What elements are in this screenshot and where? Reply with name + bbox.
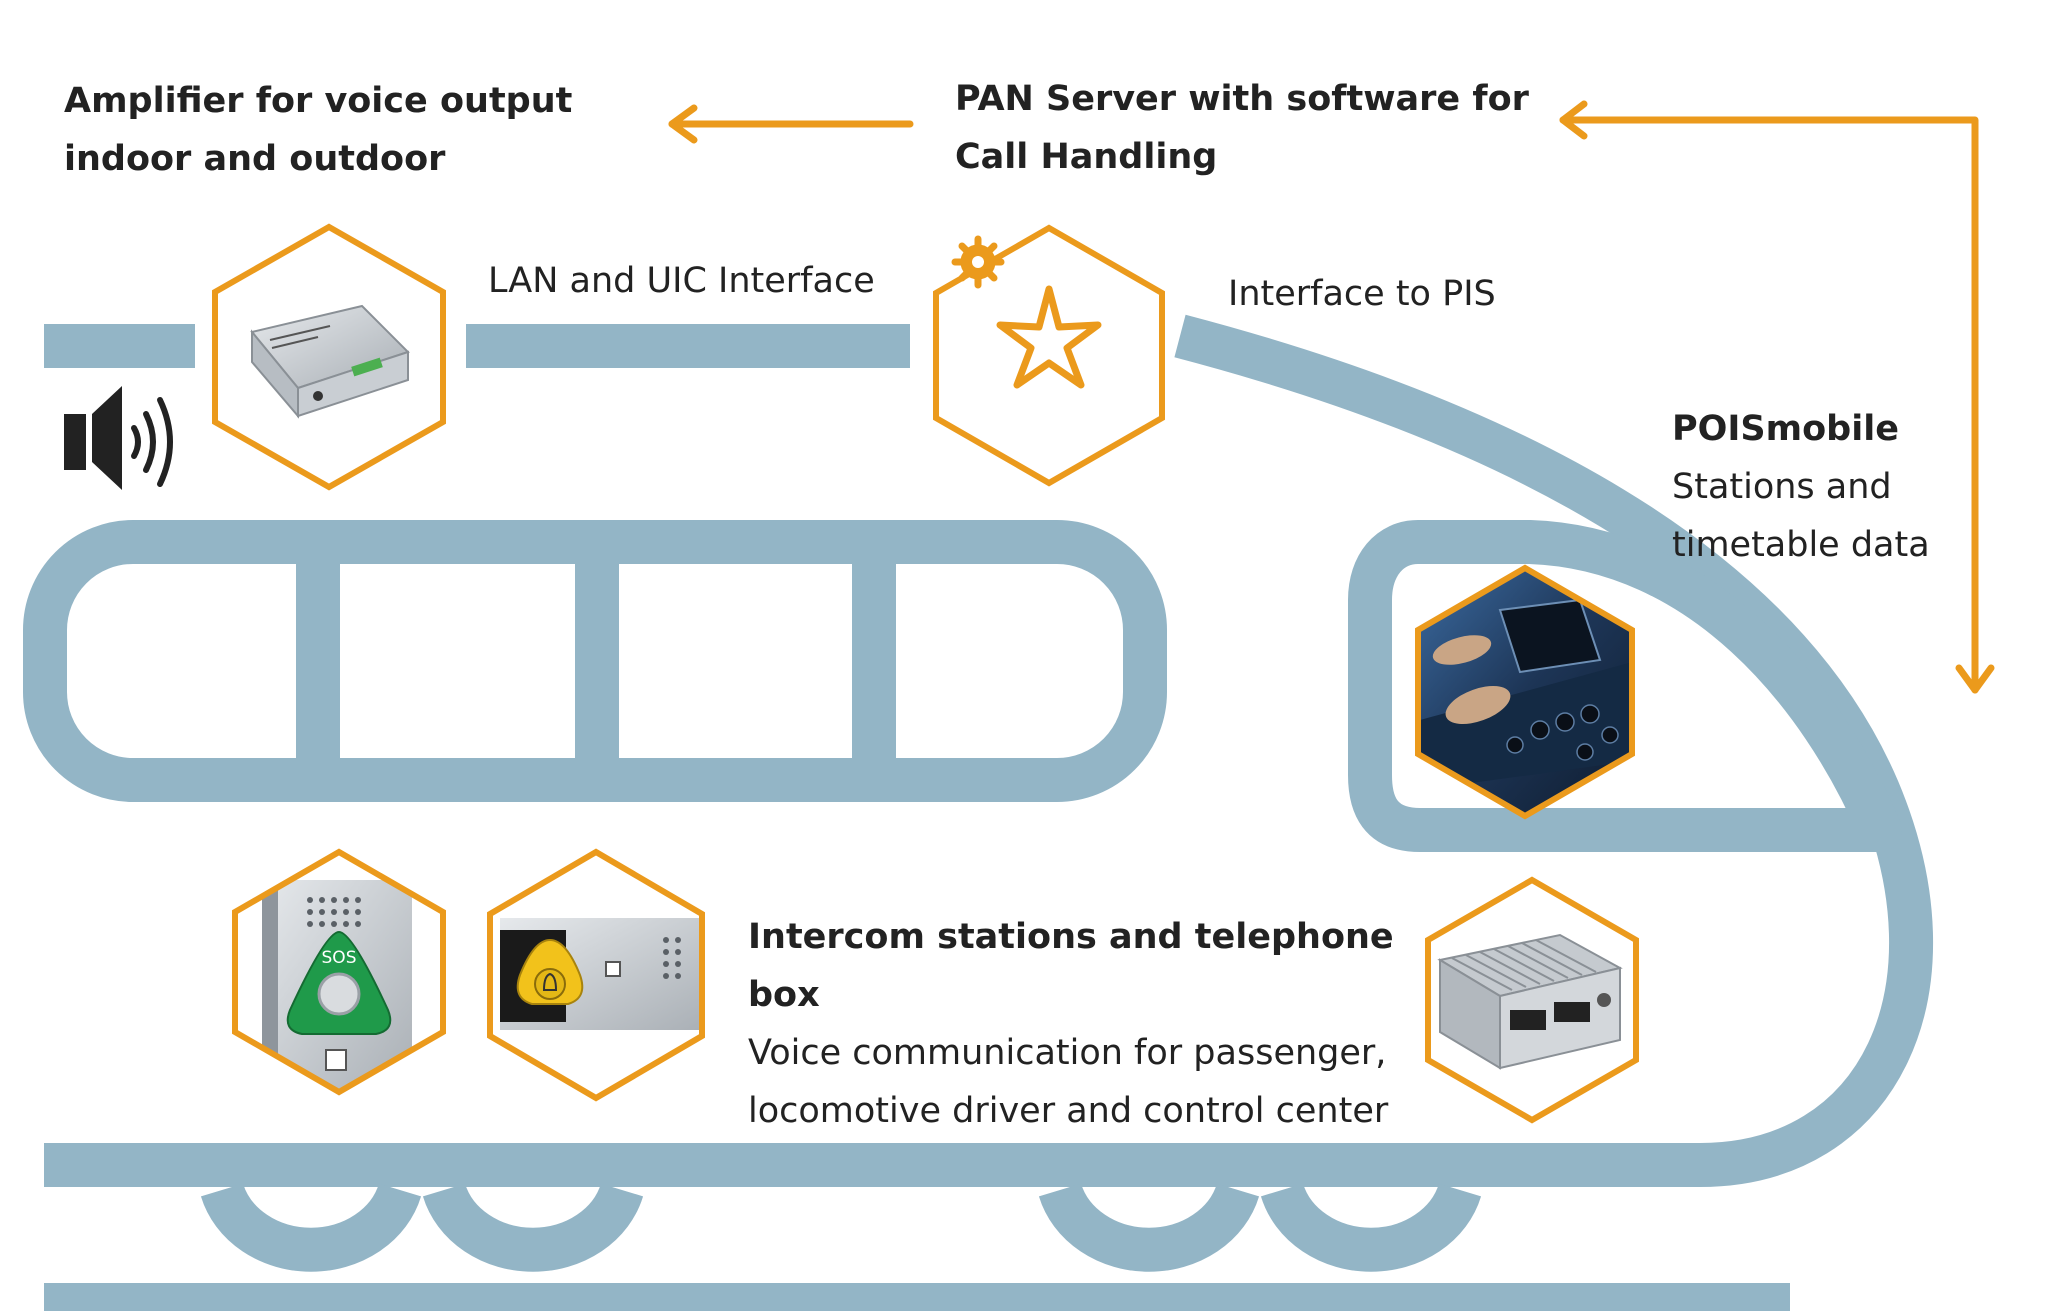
wheel xyxy=(200,1182,422,1272)
passenger-window-frame xyxy=(23,520,1167,802)
intercom-desc-line: Voice communication for passenger, xyxy=(748,1033,1387,1073)
arrow-poismobile-link xyxy=(1559,116,1979,694)
poismobile-title: POISmobile xyxy=(1672,409,1899,449)
lan-uic-label: LAN and UIC Interface xyxy=(488,261,875,301)
sos-label: SOS xyxy=(322,948,357,968)
gear-icon xyxy=(951,235,1005,289)
amplifier-device xyxy=(212,223,446,491)
arrow-head xyxy=(668,104,698,144)
wheel xyxy=(422,1182,644,1272)
pan-server-label-line: PAN Server with software for xyxy=(955,79,1529,119)
intercom-title-line: box xyxy=(748,975,820,1015)
bogies xyxy=(200,1182,1482,1272)
poismobile-desc-line: timetable data xyxy=(1672,525,1930,565)
driver-cab-photo xyxy=(1415,564,1635,820)
amplifier-label: Amplifier for voice output indoor and ou… xyxy=(64,72,572,188)
telephone-box-device xyxy=(1425,876,1639,1124)
poismobile-label: POISmobile Stations and timetable data xyxy=(1672,400,1930,574)
intercom-label: Intercom stations and telephone box Voic… xyxy=(748,908,1394,1140)
bell-intercom-device xyxy=(487,848,705,1102)
poismobile-desc-line: Stations and xyxy=(1672,467,1892,507)
arrow-head xyxy=(1955,664,1995,694)
wheel xyxy=(1038,1182,1260,1272)
amplifier-label-line: Amplifier for voice output xyxy=(64,81,573,121)
flow-arrows xyxy=(668,100,1995,694)
interface-pis-label: Interface to PIS xyxy=(1228,274,1496,314)
amplifier-label-line: indoor and outdoor xyxy=(64,139,446,179)
pan-server-label-line: Call Handling xyxy=(955,137,1218,177)
cab-window xyxy=(1348,520,1902,852)
intercom-desc-line: locomotive driver and control center xyxy=(748,1091,1389,1131)
arrow-head xyxy=(1559,100,1588,140)
train-body xyxy=(23,314,1934,1311)
intercom-title-line: Intercom stations and telephone xyxy=(748,917,1394,957)
pan-server-label: PAN Server with software for Call Handli… xyxy=(955,70,1529,186)
wheel xyxy=(1260,1182,1482,1272)
sos-intercom-device: SOS xyxy=(232,848,446,1096)
pan-server-node xyxy=(933,224,1165,487)
bell-icon xyxy=(542,972,558,991)
asterisk-icon xyxy=(996,285,1102,389)
speaker-icon xyxy=(64,386,173,490)
